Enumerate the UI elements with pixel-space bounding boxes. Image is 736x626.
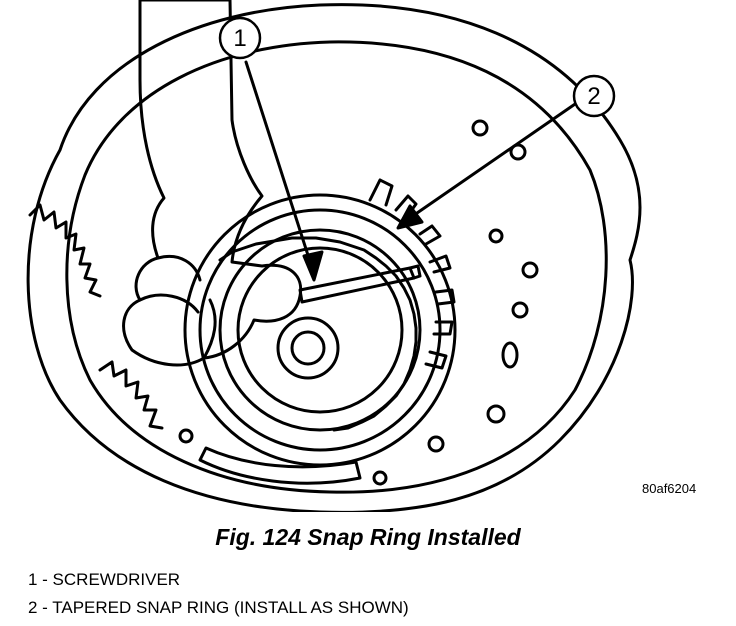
callout-1: 1 (218, 16, 262, 60)
legend-item-1: 1 - SCREWDRIVER (28, 570, 181, 589)
tapered-snap-ring (368, 178, 456, 370)
transmission-case-outline (26, 3, 642, 512)
callout-1-leader (244, 60, 316, 276)
callout-2-leader (402, 100, 580, 224)
callout-2: 2 (572, 74, 616, 118)
snap-ring-illustration: 1 2 (26, 0, 642, 512)
callout-1-number: 1 (233, 25, 246, 52)
hand (122, 0, 303, 367)
left-ring-gear (28, 203, 102, 298)
figure-code: 80af6204 (642, 481, 697, 496)
legend: 1 - SCREWDRIVER 2 - TAPERED SNAP RING (I… (28, 566, 409, 622)
legend-item-2: 2 - TAPERED SNAP RING (INSTALL AS SHOWN) (28, 598, 409, 617)
shaft-bore (276, 316, 340, 380)
case-inner-rim (65, 40, 608, 494)
figure-caption: Fig. 124 Snap Ring Installed (215, 524, 521, 550)
callout-2-number: 2 (587, 83, 600, 110)
